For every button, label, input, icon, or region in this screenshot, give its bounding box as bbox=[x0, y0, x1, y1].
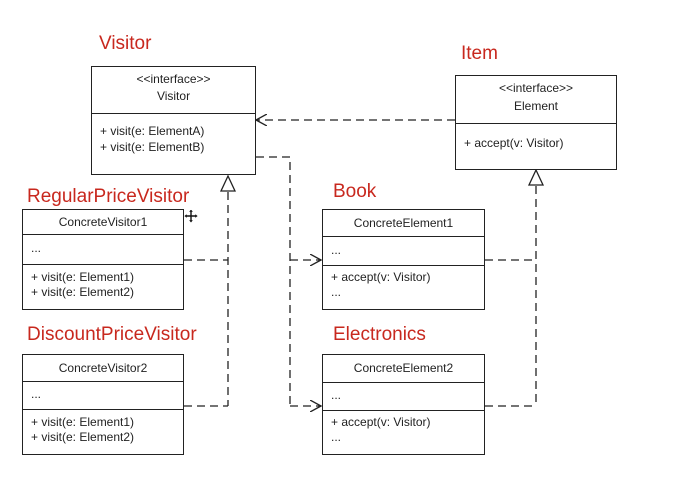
visitor-method: + visit(e: ElementA) bbox=[100, 124, 205, 138]
concrete-element2-box: ConcreteElement2 ... + accept(v: Visitor… bbox=[322, 354, 485, 455]
concrete-element1-methods: + accept(v: Visitor) ... bbox=[323, 266, 484, 303]
concrete-element2-fields: ... bbox=[323, 383, 484, 411]
label-book: Book bbox=[333, 181, 377, 202]
concrete-element2-field: ... bbox=[331, 388, 342, 402]
concrete-element1-method: + accept(v: Visitor) bbox=[331, 270, 431, 284]
concrete-visitor1-box: ConcreteVisitor1 ... + visit(e: Element1… bbox=[22, 209, 184, 310]
concrete-visitor2-name: ConcreteVisitor2 bbox=[58, 361, 148, 375]
concrete-element2-header: ConcreteElement2 bbox=[323, 355, 484, 383]
visitor-interface-name: Visitor bbox=[156, 89, 191, 103]
concrete-element1-field: ... bbox=[331, 243, 342, 257]
concrete-visitor2-box: ConcreteVisitor2 ... + visit(e: Element1… bbox=[22, 354, 184, 455]
label-electronics: Electronics bbox=[333, 324, 426, 345]
visitor-stereotype: <<interface>> bbox=[136, 72, 211, 86]
move-cursor-icon bbox=[184, 209, 198, 223]
element-interface-header: <<interface>> Element bbox=[456, 76, 616, 124]
concrete-element2-method: ... bbox=[331, 430, 342, 444]
concrete-element2-methods: + accept(v: Visitor) ... bbox=[323, 411, 484, 448]
dependency-visitor-to-elements bbox=[256, 156, 291, 406]
element-stereotype: <<interface>> bbox=[498, 81, 574, 95]
visitor-method: + visit(e: ElementB) bbox=[100, 140, 205, 154]
element-method: + accept(v: Visitor) bbox=[464, 136, 564, 150]
element-interface-name: Element bbox=[513, 99, 559, 113]
concrete-element2-method: + accept(v: Visitor) bbox=[331, 415, 431, 429]
concrete-visitor2-fields: ... bbox=[23, 382, 183, 410]
concrete-visitor2-method: + visit(e: Element1) bbox=[31, 415, 135, 429]
label-item: Item bbox=[461, 43, 498, 64]
concrete-element1-header: ConcreteElement1 bbox=[323, 210, 484, 237]
concrete-element1-box: ConcreteElement1 ... + accept(v: Visitor… bbox=[322, 209, 485, 310]
concrete-visitor1-header: ConcreteVisitor1 bbox=[23, 210, 183, 235]
concrete-element2-name: ConcreteElement2 bbox=[353, 361, 454, 375]
concrete-visitor1-fields: ... bbox=[23, 235, 183, 265]
concrete-visitor2-method: + visit(e: Element2) bbox=[31, 430, 135, 444]
concrete-visitor2-methods: + visit(e: Element1) + visit(e: Element2… bbox=[23, 410, 183, 448]
label-visitor: Visitor bbox=[99, 33, 152, 54]
concrete-visitor2-field: ... bbox=[31, 387, 42, 401]
label-regular-price-visitor: RegularPriceVisitor bbox=[27, 186, 190, 207]
element-interface-methods: + accept(v: Visitor) bbox=[456, 124, 616, 154]
element-interface-box: <<interface>> Element + accept(v: Visito… bbox=[455, 75, 617, 170]
visitor-interface-methods: + visit(e: ElementA) + visit(e: ElementB… bbox=[92, 114, 255, 158]
concrete-visitor1-methods: + visit(e: Element1) + visit(e: Element2… bbox=[23, 265, 183, 303]
concrete-visitor1-method: + visit(e: Element2) bbox=[31, 285, 135, 299]
concrete-visitor2-header: ConcreteVisitor2 bbox=[23, 355, 183, 382]
concrete-element1-fields: ... bbox=[323, 237, 484, 266]
concrete-visitor1-name: ConcreteVisitor1 bbox=[58, 215, 148, 229]
label-discount-price-visitor: DiscountPriceVisitor bbox=[27, 324, 197, 345]
concrete-element1-method: ... bbox=[331, 285, 342, 299]
concrete-element1-name: ConcreteElement1 bbox=[353, 216, 454, 230]
concrete-visitor1-field: ... bbox=[31, 241, 42, 255]
concrete-visitor1-method: + visit(e: Element1) bbox=[31, 270, 135, 284]
realization-triangle-element bbox=[527, 168, 545, 186]
visitor-interface-header: <<interface>> Visitor bbox=[92, 67, 255, 114]
visitor-interface-box: <<interface>> Visitor + visit(e: Element… bbox=[91, 66, 256, 175]
realization-triangle-visitor bbox=[219, 174, 237, 192]
